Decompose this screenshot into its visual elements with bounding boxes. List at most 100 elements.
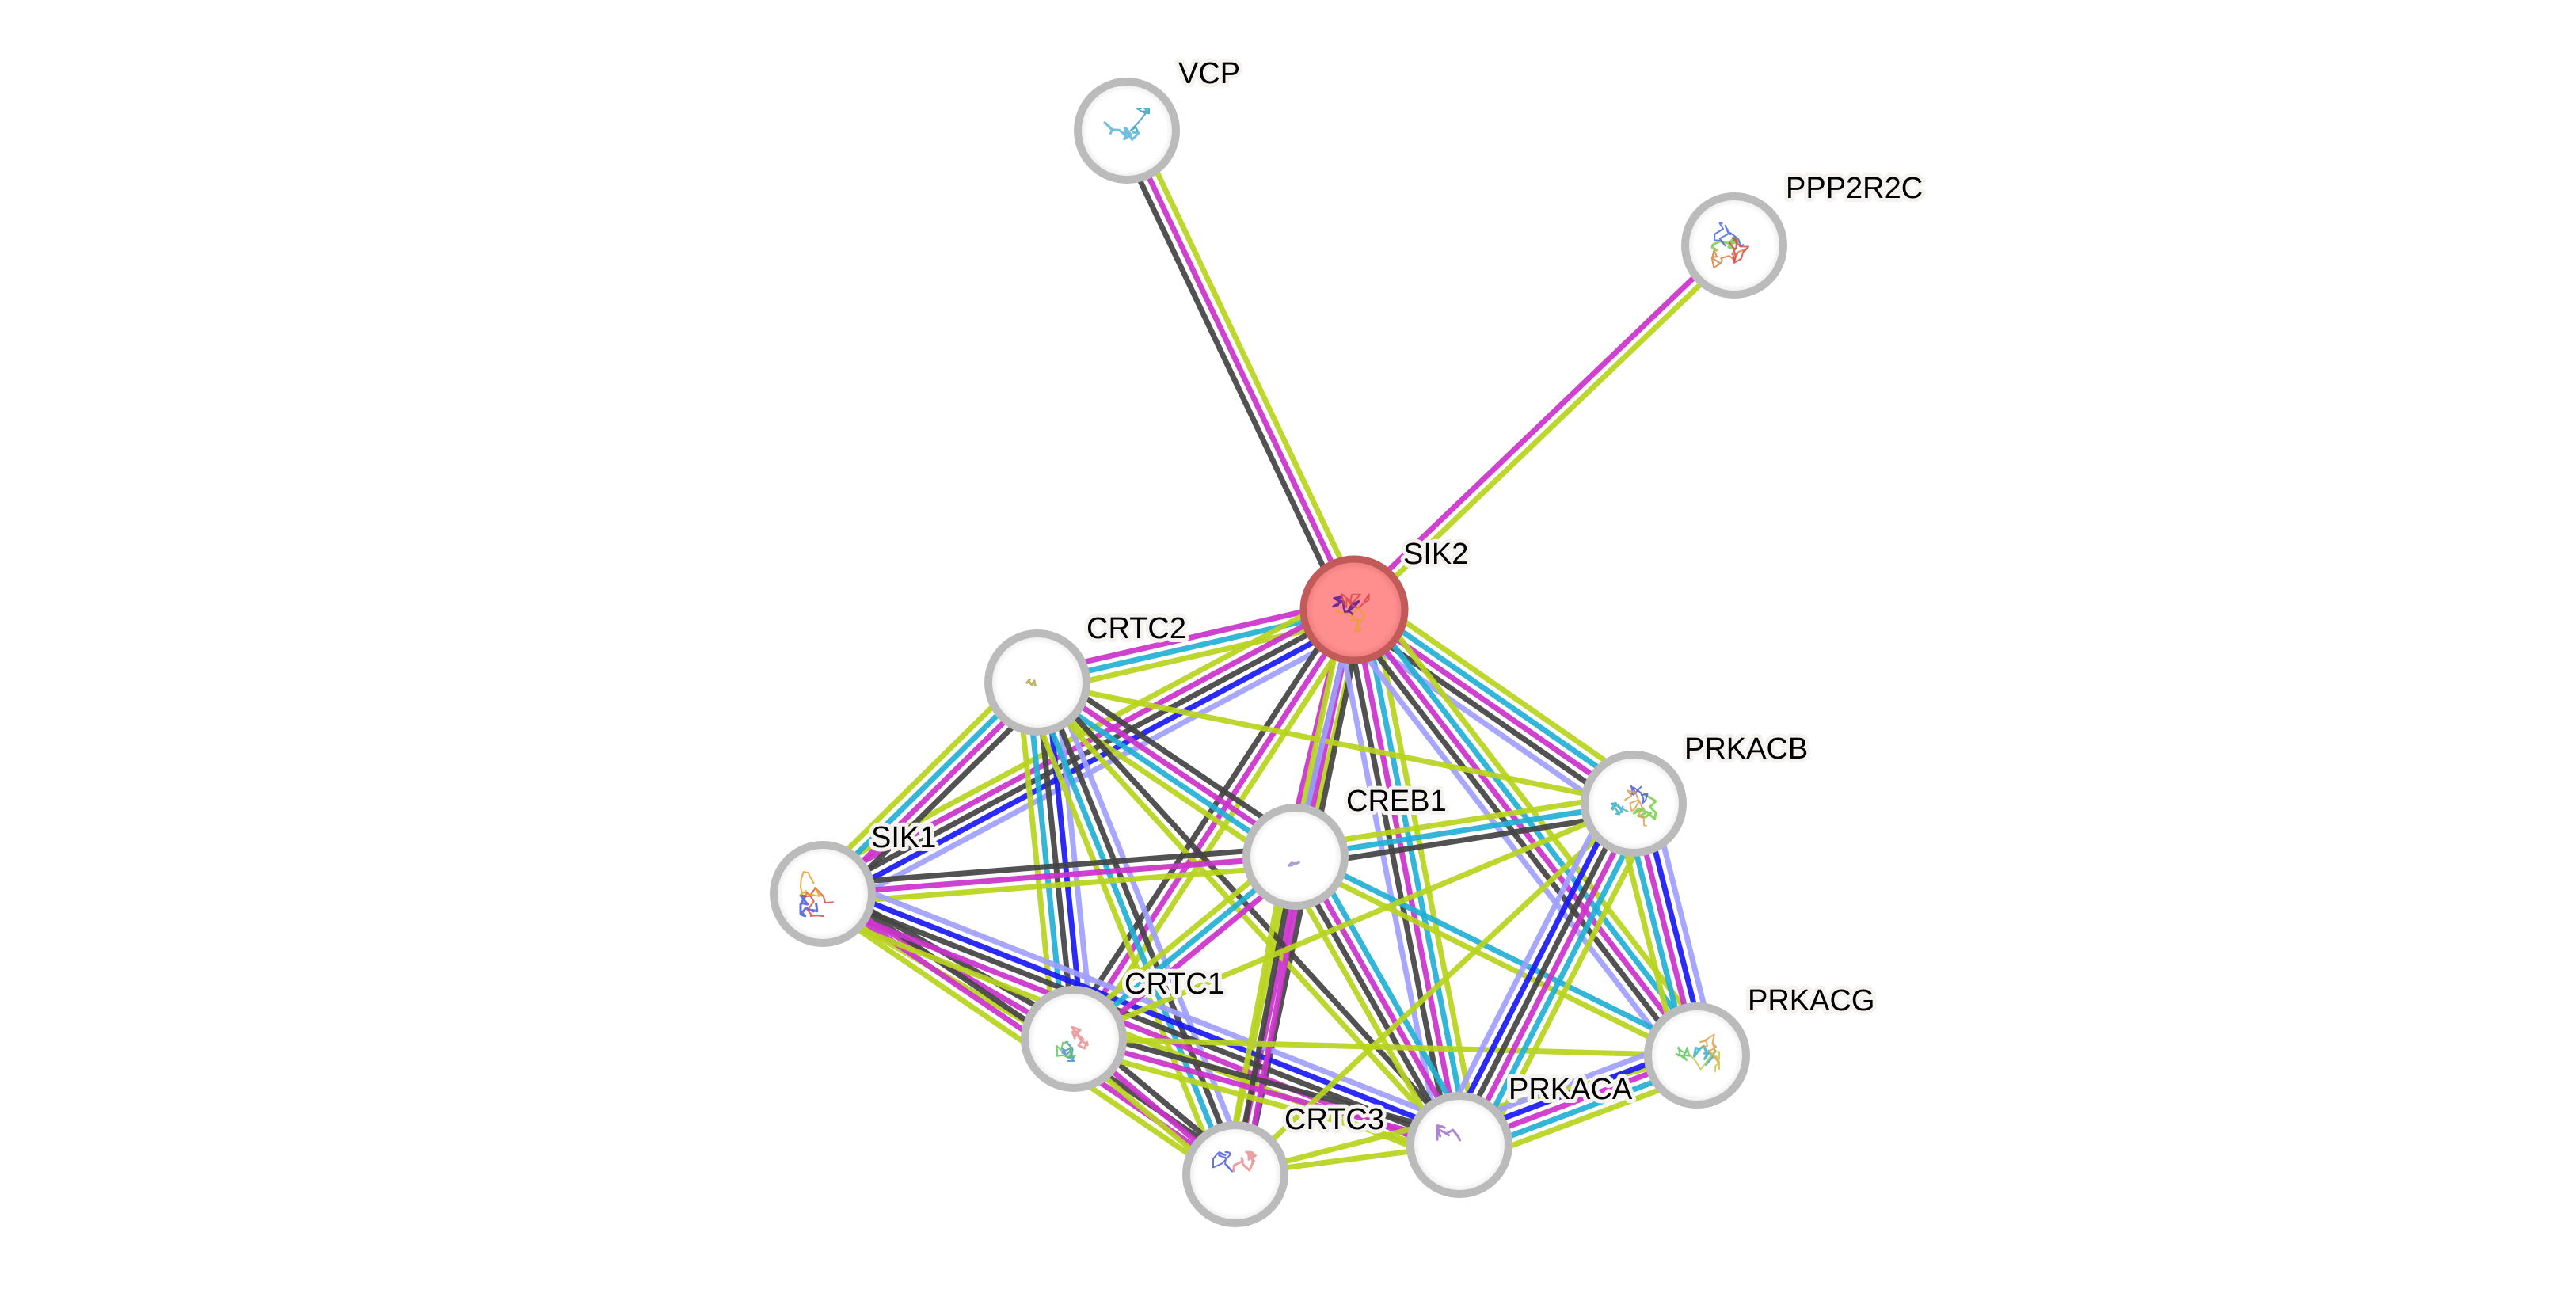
edge-creb1-prkacb[interactable] — [1293, 791, 1636, 869]
edge-evidence-coexpression — [1115, 133, 1349, 615]
edge-evidence-coexpression — [1044, 668, 1306, 847]
node-creb1[interactable]: CREB1 — [1242, 781, 1451, 910]
edge-evidence-databases — [1360, 607, 1472, 1144]
node-crtc3[interactable]: CRTC3 — [1182, 1099, 1388, 1227]
protein-structure-icon — [1212, 1150, 1257, 1173]
edge-crtc1-prkacg[interactable] — [1073, 1036, 1698, 1059]
edge-evidence-experiments — [1461, 804, 1641, 1149]
edge-evidence-textmining — [1223, 854, 1289, 1173]
edge-evidence-textmining — [1037, 679, 1634, 807]
edge-sik1-creb1[interactable] — [821, 844, 1297, 907]
node-crtc2[interactable]: CRTC2 — [984, 608, 1190, 736]
node-label: CRTC3 — [1284, 1103, 1384, 1136]
edge-evidence-textmining — [814, 909, 1454, 1166]
node-ppp2r2c[interactable]: PPP2R2C — [1681, 168, 1927, 299]
edge-sik2-ppp2r2c[interactable] — [1349, 240, 1740, 615]
protein-structure-icon — [1332, 593, 1370, 633]
edge-evidence-textmining — [1038, 616, 1357, 695]
edge-evidence-experiments — [1071, 608, 1356, 1040]
node-circle[interactable] — [1242, 804, 1349, 910]
edge-evidence-experiments — [1297, 853, 1467, 1144]
edge-evidence-experiments — [1349, 240, 1733, 609]
edge-evidence-databases — [1025, 683, 1067, 1040]
edge-evidence-cooccurrence — [1333, 612, 1444, 1150]
edge-evidence-textmining — [823, 863, 1297, 907]
edge-evidence-coexpression — [1344, 614, 1692, 1063]
edge-sik2-prkaca[interactable] — [1333, 605, 1481, 1150]
edge-evidence-coexpression — [1064, 603, 1349, 1036]
edge-crtc2-prkaca[interactable] — [1031, 677, 1466, 1150]
edge-creb1-prkaca[interactable] — [1280, 848, 1474, 1154]
edge-evidence-textmining — [1363, 591, 1646, 791]
protein-structure-icon — [1710, 222, 1750, 268]
edge-evidence-coexpression — [1039, 679, 1242, 1174]
edge-prkaca-prkacb[interactable] — [1436, 791, 1657, 1158]
node-label: PRKACB — [1684, 732, 1808, 766]
edge-evidence-textmining — [1022, 686, 1225, 1181]
edge-crtc1-prkacb[interactable] — [1072, 801, 1635, 1042]
protein-structure-icon — [1436, 1124, 1462, 1142]
node-circle[interactable] — [1406, 1092, 1512, 1198]
node-prkacb[interactable]: PRKACB — [1581, 728, 1812, 857]
edge-crtc2-prkacb[interactable] — [1037, 679, 1634, 807]
edge-crtc2-crtc3[interactable] — [1022, 675, 1251, 1181]
edge-evidence-cooccurrence — [1337, 619, 1684, 1069]
node-circle[interactable] — [1644, 1002, 1750, 1109]
protein-structure-icon — [1287, 860, 1300, 867]
edge-evidence-coexpression — [1288, 858, 1458, 1149]
edge-evidence-coexpression — [1232, 856, 1299, 1175]
node-label: CRTC2 — [1086, 612, 1186, 645]
edge-evidence-textmining — [1355, 246, 1740, 615]
node-label: PPP2R2C — [1786, 172, 1923, 205]
node-circle[interactable] — [770, 841, 876, 947]
node-prkaca[interactable]: PRKACA — [1406, 1069, 1637, 1198]
node-circle[interactable] — [1182, 1121, 1288, 1227]
edge-evidence-coexpression — [821, 607, 1356, 897]
edge-evidence-cooccurrence — [830, 624, 1364, 914]
edge-evidence-experiments — [1073, 1036, 1460, 1148]
edge-evidence-cooccurrence — [828, 873, 1468, 1130]
protein-structure-icon — [1103, 108, 1150, 141]
node-circle[interactable] — [1681, 192, 1787, 299]
edge-creb1-crtc3[interactable] — [1223, 854, 1308, 1177]
edge-evidence-databases — [1469, 808, 1649, 1153]
edge-evidence-fusion — [1444, 796, 1624, 1140]
node-label: VCP — [1178, 57, 1240, 90]
edge-evidence-textmining — [1132, 125, 1366, 607]
node-crtc1[interactable]: CRTC1 — [1021, 964, 1228, 1092]
node-label: PRKACG — [1748, 984, 1874, 1017]
edge-evidence-textmining — [1233, 801, 1636, 1177]
edge-evidence-textmining — [1073, 1036, 1698, 1059]
edge-evidence-textmining — [1370, 605, 1481, 1143]
edge-evidence-databases — [1305, 848, 1474, 1139]
edge-evidence-experiments — [1242, 858, 1308, 1177]
edge-evidence-textmining — [1031, 683, 1459, 1150]
edge-sik2-crtc1[interactable] — [1064, 603, 1364, 1046]
edge-evidence-databases — [1296, 850, 1701, 1054]
edge-evidence-textmining — [1293, 791, 1633, 850]
node-sik1[interactable]: SIK1 — [770, 817, 940, 947]
node-prkacg[interactable]: PRKACG — [1644, 980, 1878, 1109]
edge-evidence-coexpression — [1075, 1027, 1463, 1139]
node-label: SIK2 — [1403, 538, 1468, 571]
edge-evidence-textmining — [1478, 813, 1657, 1158]
protein-structure-icon — [799, 871, 834, 918]
node-label: SIK1 — [871, 821, 936, 854]
node-sik2[interactable]: SIK2 — [1299, 534, 1472, 664]
node-vcp[interactable]: VCP — [1074, 53, 1244, 184]
edge-evidence-coexpression — [1341, 610, 1453, 1147]
edge-creb1-prkacg[interactable] — [1292, 850, 1701, 1063]
protein-structure-icon — [1611, 785, 1657, 827]
edge-sik2-vcp[interactable] — [1115, 125, 1366, 615]
edge-evidence-textmining — [1280, 862, 1450, 1154]
edge-evidence-textmining — [1027, 692, 1289, 871]
node-circle[interactable] — [984, 629, 1090, 736]
node-circle[interactable] — [1581, 751, 1687, 857]
edge-crtc3-prkacb[interactable] — [1233, 801, 1636, 1177]
node-circle[interactable] — [1299, 555, 1409, 664]
edge-evidence-coexpression — [1296, 810, 1636, 869]
edge-evidence-databases — [1030, 683, 1234, 1177]
protein-structure-icon — [1056, 1025, 1089, 1062]
